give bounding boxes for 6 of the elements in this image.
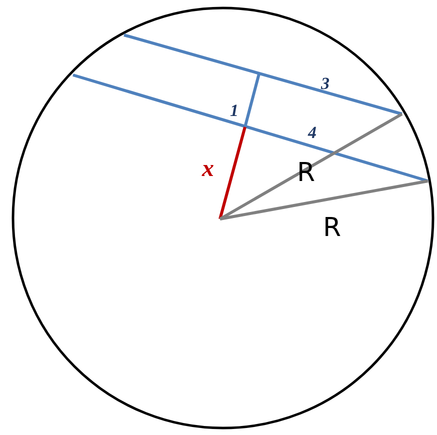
radius-label: R <box>323 215 342 241</box>
segment-length-label: 1 <box>230 102 238 119</box>
chord-length-label: 3 <box>321 75 330 92</box>
radius-label: R <box>297 160 316 186</box>
variable-label: x <box>202 157 214 181</box>
chord-length-label: 4 <box>308 124 316 141</box>
